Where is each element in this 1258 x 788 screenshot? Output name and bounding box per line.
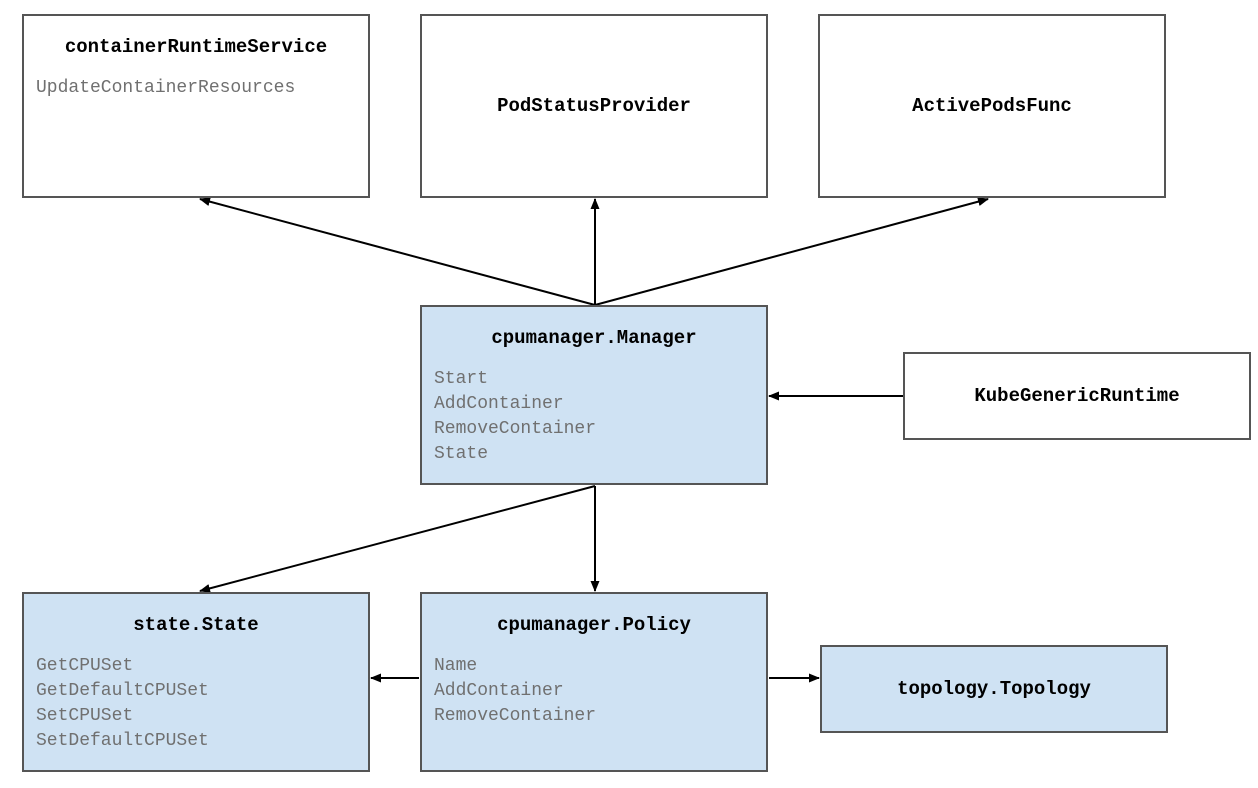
class-node-method: GetDefaultCPUSet: [36, 681, 209, 701]
edge-manager-to-stateState: [199, 485, 596, 593]
class-node-title: topology.Topology: [897, 678, 1091, 700]
class-node-method: Start: [434, 369, 489, 389]
class-node-title: PodStatusProvider: [497, 95, 691, 117]
class-node-activePodsFunc[interactable]: ActivePodsFunc: [818, 14, 1166, 198]
class-node-method: AddContainer: [434, 394, 564, 414]
class-node-method: GetCPUSet: [36, 656, 134, 676]
class-node-method: Name: [434, 656, 478, 676]
class-node-method: SetCPUSet: [36, 706, 134, 726]
class-node-title: containerRuntimeService: [64, 36, 328, 58]
edge-manager-to-activePodsFunc: [594, 197, 989, 306]
class-node-method: RemoveContainer: [434, 419, 597, 439]
class-node-method: RemoveContainer: [434, 706, 597, 726]
class-node-title: KubeGenericRuntime: [974, 385, 1180, 407]
class-node-topologyTopology[interactable]: topology.Topology: [820, 645, 1168, 733]
class-node-method: State: [434, 444, 489, 464]
class-node-method-list: UpdateContainerResources: [24, 76, 368, 101]
edge-manager-to-containerRuntimeService: [199, 197, 596, 306]
class-node-method: SetDefaultCPUSet: [36, 731, 209, 751]
class-node-title: state.State: [133, 614, 259, 636]
class-node-method: AddContainer: [434, 681, 564, 701]
class-node-kubeGenericRuntime[interactable]: KubeGenericRuntime: [903, 352, 1251, 440]
class-node-title: cpumanager.Manager: [491, 327, 697, 349]
class-node-podStatusProvider[interactable]: PodStatusProvider: [420, 14, 768, 198]
class-node-title: ActivePodsFunc: [912, 95, 1072, 117]
class-node-title: cpumanager.Policy: [497, 614, 691, 636]
class-node-method: UpdateContainerResources: [36, 78, 296, 98]
